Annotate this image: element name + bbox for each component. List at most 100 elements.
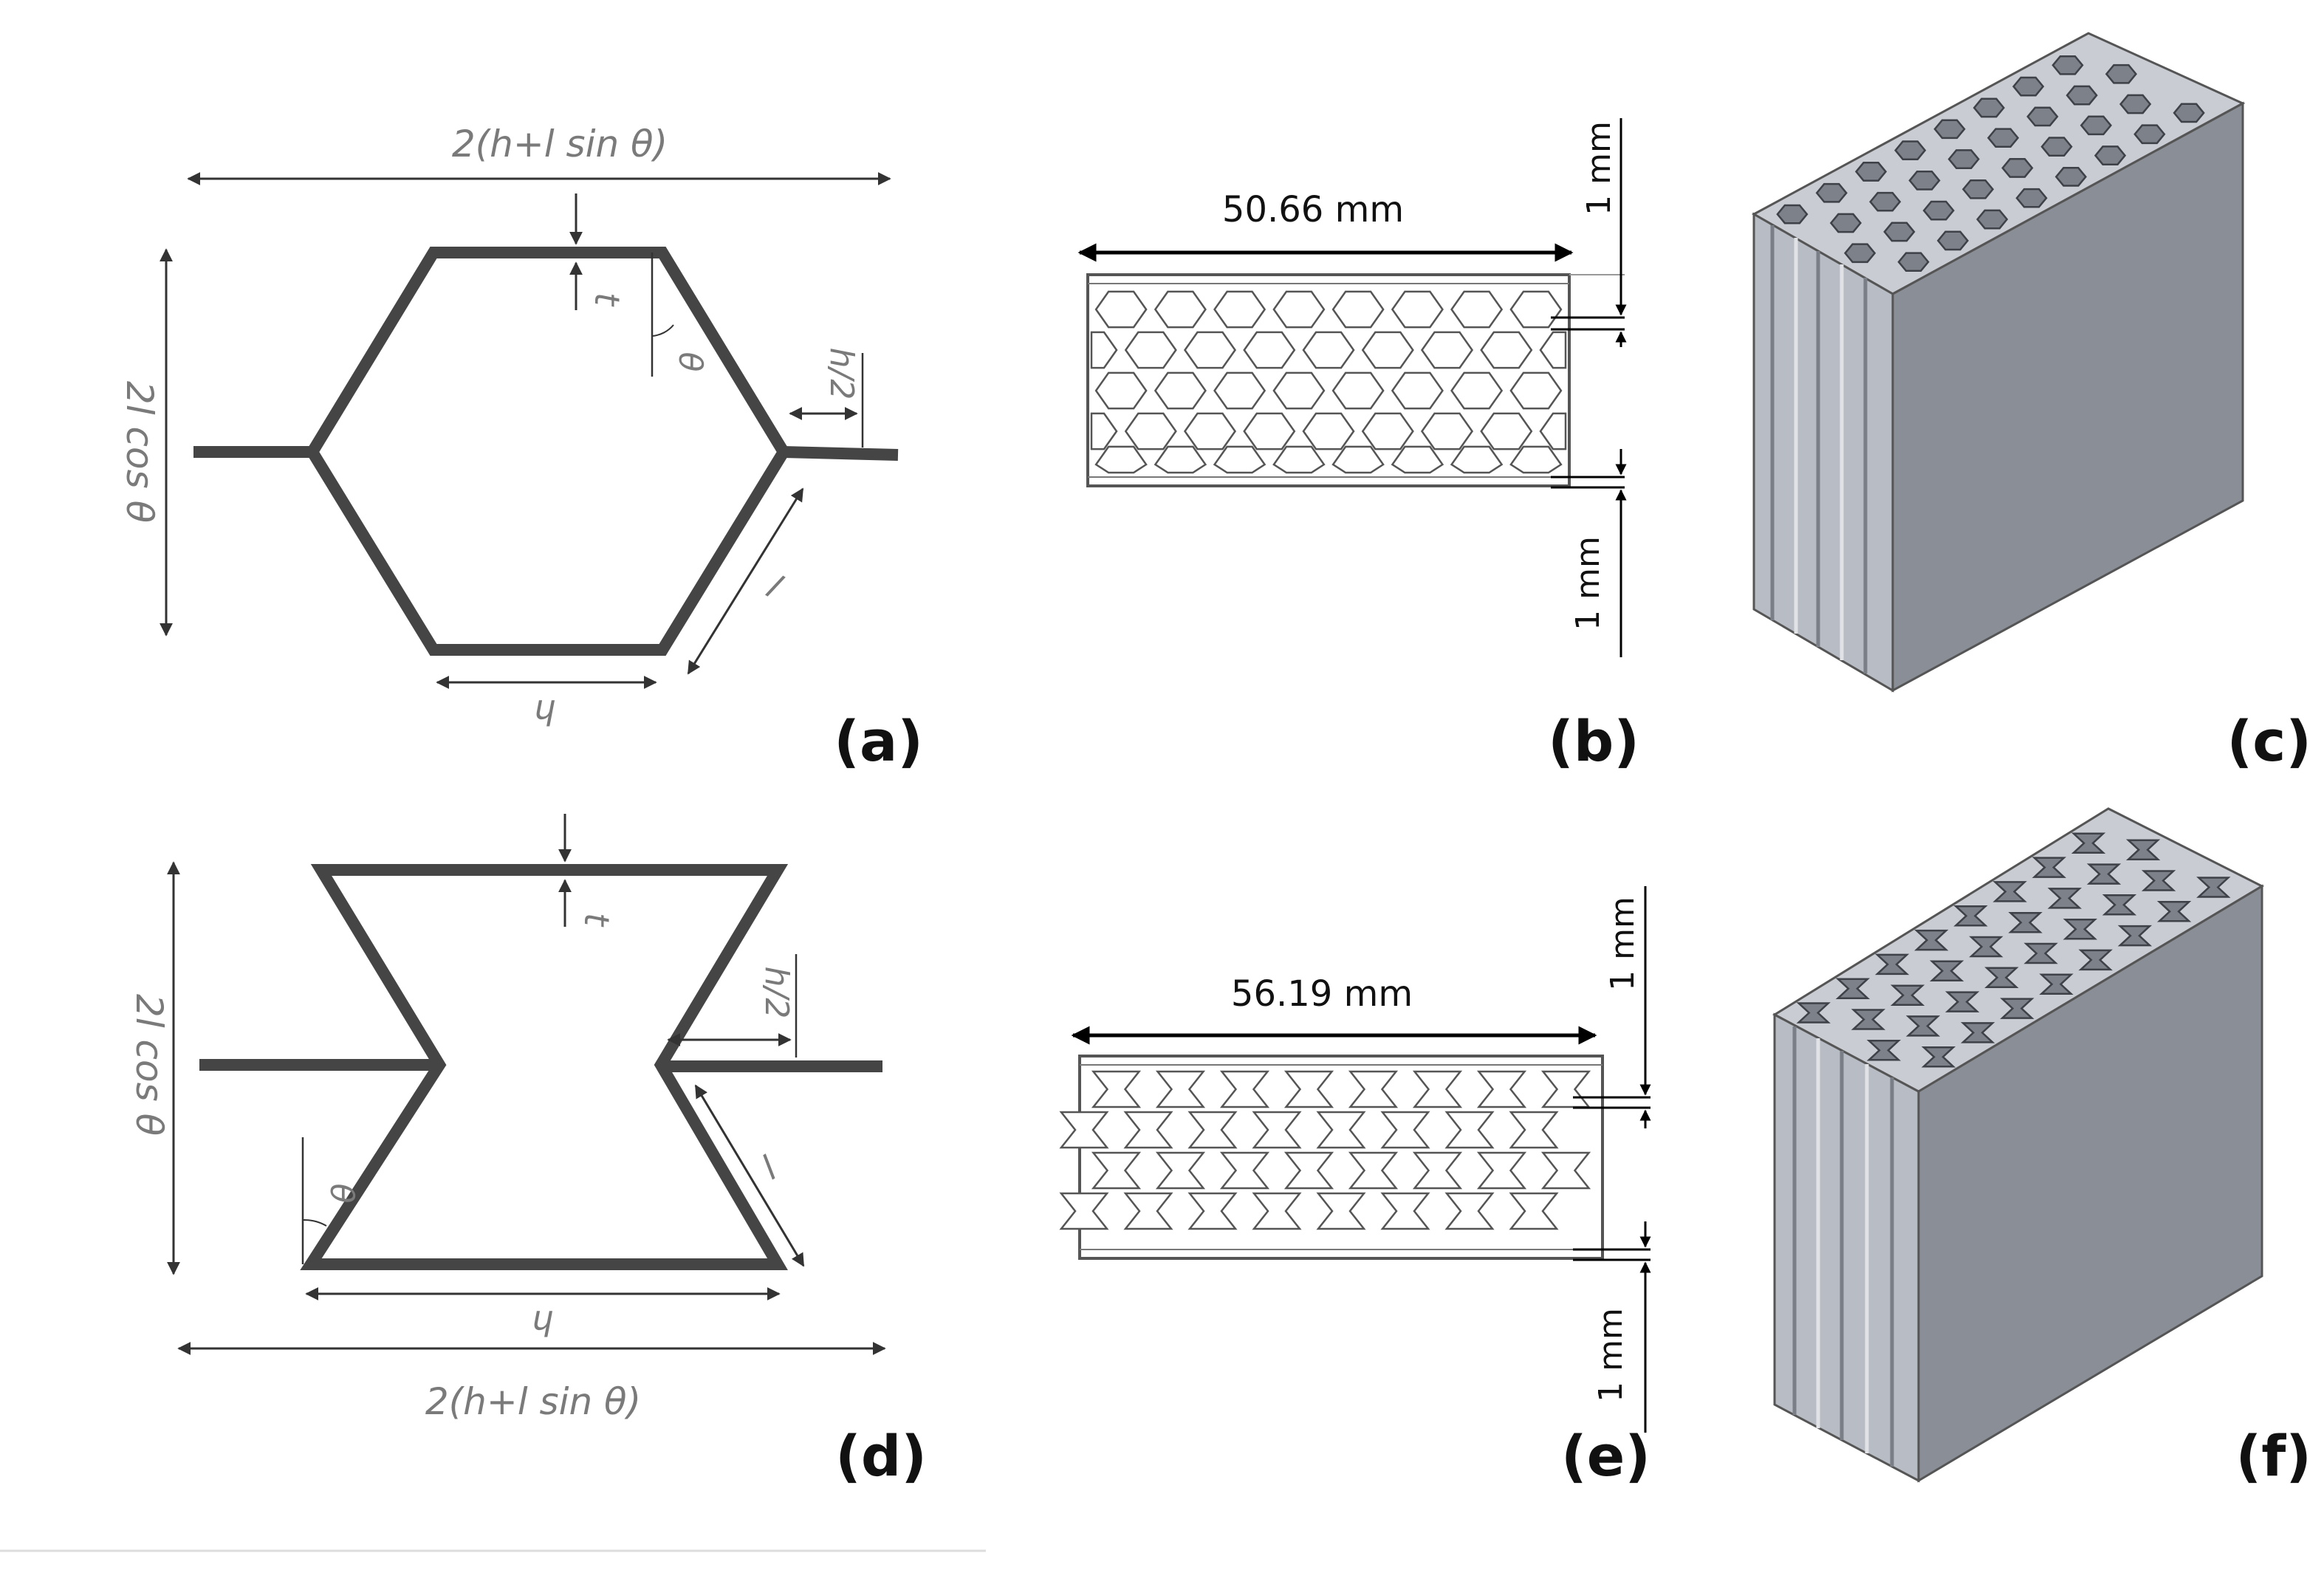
honeycomb-cell [1420,331,1474,369]
reentrant-cell [1252,1111,1302,1149]
honeycomb-opening [1972,97,2005,118]
panel-b-tag: (b) [1548,708,1639,774]
reentrant-opening [2032,857,2066,878]
honeycomb-cell [1243,412,1296,450]
reentrant-cell [1155,1151,1206,1190]
honeycomb-cell [1094,445,1148,474]
reentrant-cell [1219,1151,1270,1190]
reentrant-opening [2071,832,2106,854]
honeycomb-cell [1331,290,1385,329]
honeycomb-cell [1480,331,1533,369]
honeycomb-opening [1961,179,1995,199]
honeycomb-opening [2012,76,2045,97]
reentrant-opening [1984,967,2019,989]
honeycomb-cell [1509,371,1563,410]
honeycomb-opening [2054,167,2087,187]
honeycomb-cell [1361,412,1414,450]
honeycomb-cell [1450,371,1504,410]
reentrant-cell [1283,1070,1334,1108]
reentrant-cell [1123,1111,1173,1149]
honeycomb-opening [1829,213,1862,233]
honeycomb-opening [2015,188,2048,208]
honeycomb-opening [1854,162,1888,182]
honeycomb-opening [2080,115,2112,136]
honeycomb-cell [1539,331,1567,369]
honeycomb-top-openings [1776,55,2205,272]
reentrant-opening [2125,839,2161,860]
honeycomb-opening [1776,204,1809,224]
honeycomb-cell [1391,290,1444,329]
honeycomb-cell [1420,412,1474,450]
hexagon-cell [305,247,791,656]
reentrant-cell [1283,1151,1334,1190]
honeycomb-cell [1302,412,1355,450]
front-face [1891,101,2244,693]
l-label: l [755,1148,784,1187]
honeycomb-opening [2105,64,2138,84]
honeycomb-cell [1090,412,1118,450]
panel-b: 50.66 mm 1 mm 1 mm (b) [1077,118,1639,774]
panel-d: 2l cos θ t h/2 l θ h 2(h+l sin θ) (d) [0,814,986,1552]
honeycomb-opening [2066,85,2098,106]
reentrant-cell [1091,1151,1142,1190]
l-dimension-arrow [687,487,804,675]
reentrant-cell [1412,1070,1463,1108]
reentrant-opening [2023,942,2058,964]
reentrant-opening [2000,998,2035,1019]
reentrant-cell [1348,1070,1399,1108]
honeycomb-opening [1922,200,1955,221]
reentrant-opening [2047,888,2082,909]
honeycomb-opening [2052,55,2084,75]
reentrant-opening [1992,881,2027,902]
panel-d-tag: (d) [835,1423,927,1489]
honeycomb-opening [2094,145,2127,165]
panel-c-tag: (c) [2227,708,2311,774]
honeycomb-cell [1480,412,1533,450]
reentrant-cell [1091,1070,1142,1108]
honeycomb-cell [1243,331,1296,369]
honeycomb-opening [2001,158,2034,178]
reentrant-cell [1380,1192,1430,1230]
l-dimension-arrow [694,1084,805,1267]
honeycomb-cell [1213,290,1266,329]
honeycomb-opening [1908,170,1941,191]
theta-arc [302,1218,327,1227]
reentrant-opening [2117,925,2153,947]
honeycomb-opening [2026,106,2059,127]
side-face-grooves [1770,225,1868,673]
reentrant-cell [1476,1151,1527,1190]
bottom-skin-label: 1 mm [1569,536,1607,631]
reentrant-opening [1914,929,1949,951]
half-h-label: h/2 [823,348,860,400]
front-face [1917,884,2263,1483]
honeycomb-opening [1869,191,1902,212]
reentrant-cell [1412,1151,1463,1190]
reentrant-opening [2102,894,2137,916]
reentrant-cell [1187,1111,1238,1149]
reentrant-cell [1187,1192,1238,1230]
panel-a-tag: (a) [834,708,923,774]
right-cell-wall-stub [783,446,899,461]
honeycomb-opening [1987,128,2020,148]
honeycomb-opening [1947,149,1980,169]
height-dimension-label: 2l cos θ [128,994,171,1136]
honeycomb-cell [1391,445,1444,474]
honeycomb-cell [1539,412,1567,450]
reentrant-opening [2078,949,2113,971]
reentrant-opening [1874,953,1910,976]
reentrant-opening [2063,918,2097,940]
reentrant-opening [1890,984,1925,1006]
bottom-skin-label: 1 mm [1592,1308,1630,1402]
honeycomb-cell [1391,371,1444,410]
top-skin-label: 1 mm [1580,121,1618,216]
length-label: 50.66 mm [1222,189,1404,230]
reentrant-opening [1961,1022,1995,1043]
reentrant-cell [1059,1192,1109,1230]
honeycomb-opening [1883,222,1916,242]
honeycomb-cell [1361,331,1414,369]
reentrant-cell [1316,1192,1366,1230]
side-face-grooves [1792,1026,1894,1467]
theta-label: θ [671,352,709,372]
honeycomb-cell [1090,331,1118,369]
